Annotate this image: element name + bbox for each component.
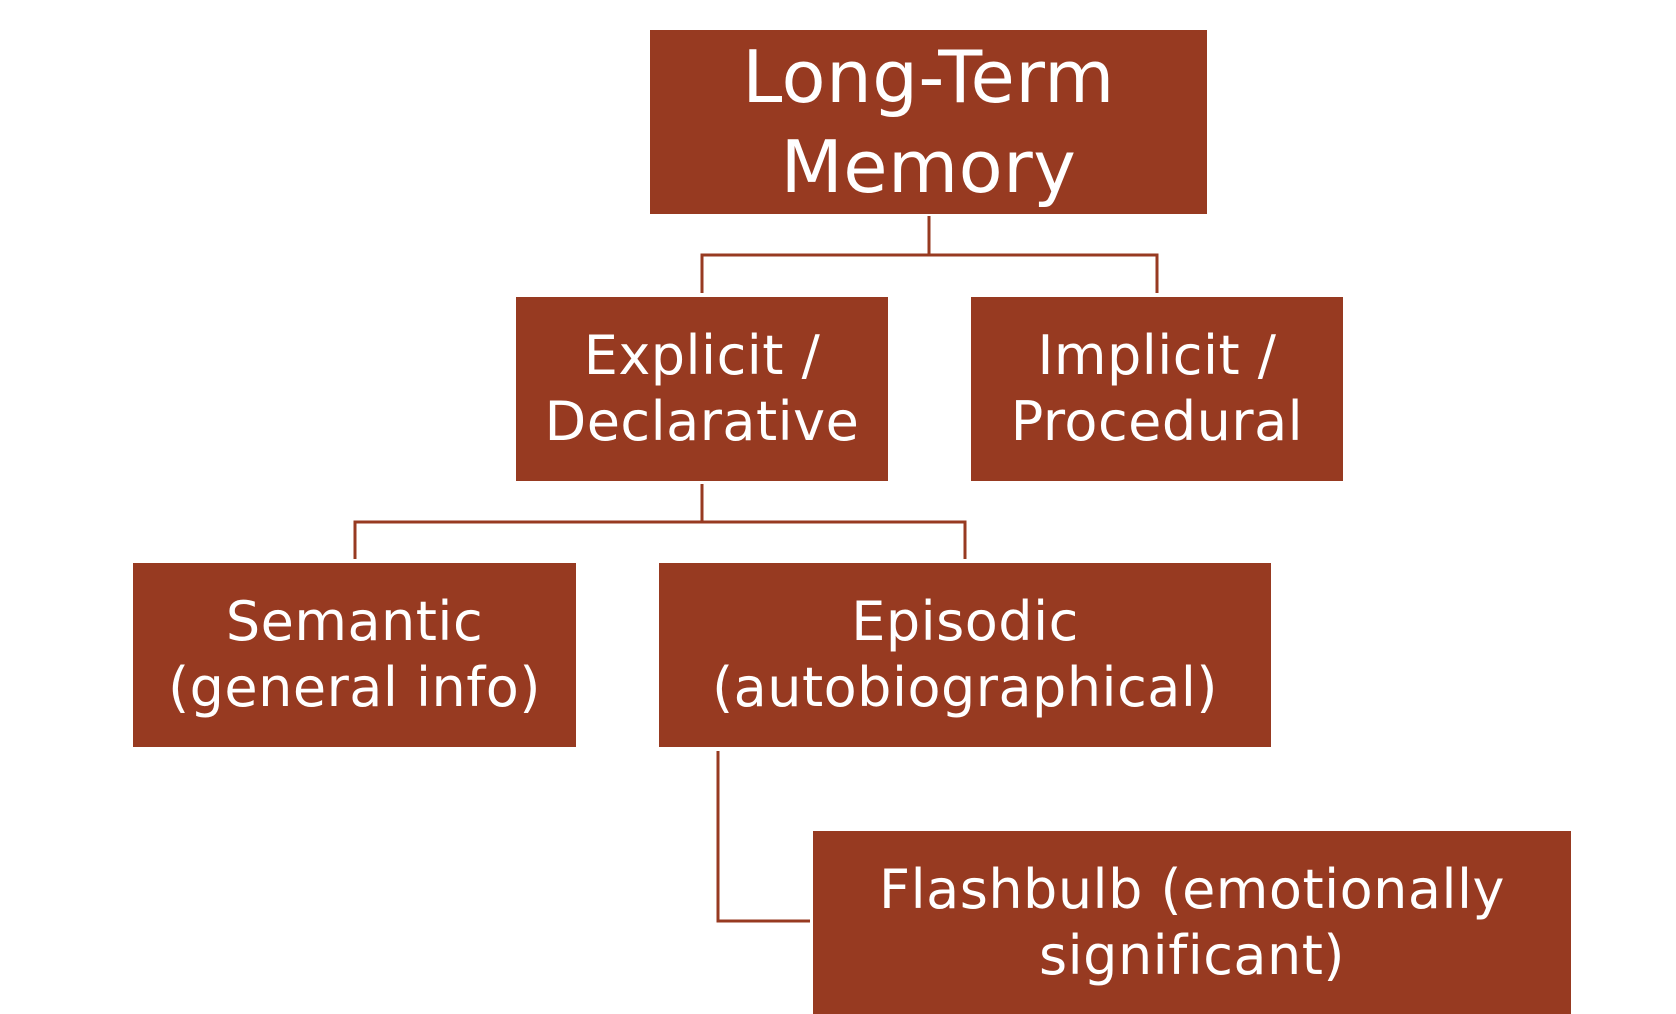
node-explicit-line1: Explicit /	[583, 324, 821, 387]
node-flashbulb-line1: Flashbulb (emotionally	[879, 857, 1505, 921]
node-semantic: Semantic (general info)	[133, 563, 576, 747]
connector-explicit-to-semantic	[353, 484, 704, 559]
node-long-term-memory-line1: Long-Term	[742, 35, 1115, 119]
node-episodic: Episodic (autobiographical)	[659, 563, 1271, 747]
node-implicit-procedural: Implicit / Procedural	[971, 297, 1343, 481]
node-long-term-memory-line2: Memory	[780, 125, 1077, 209]
connector-episodic-to-flashbulb	[716, 751, 810, 923]
connector-ltm-to-explicit	[700, 216, 931, 293]
node-semantic-line2: (general info)	[168, 656, 541, 719]
node-flashbulb: Flashbulb (emotionally significant)	[813, 831, 1571, 1014]
node-episodic-line2: (autobiographical)	[712, 656, 1218, 719]
connector-explicit-to-episodic	[702, 520, 967, 559]
connector-ltm-to-implicit	[929, 253, 1159, 293]
node-long-term-memory: Long-Term Memory	[650, 30, 1207, 214]
node-episodic-line1: Episodic	[851, 590, 1079, 653]
node-explicit-declarative: Explicit / Declarative	[516, 297, 888, 481]
node-implicit-line2: Procedural	[1010, 390, 1304, 453]
node-flashbulb-line2: significant)	[1039, 923, 1345, 987]
node-implicit-line1: Implicit /	[1037, 324, 1277, 387]
node-explicit-line2: Declarative	[544, 390, 860, 453]
node-semantic-line1: Semantic	[225, 590, 484, 653]
